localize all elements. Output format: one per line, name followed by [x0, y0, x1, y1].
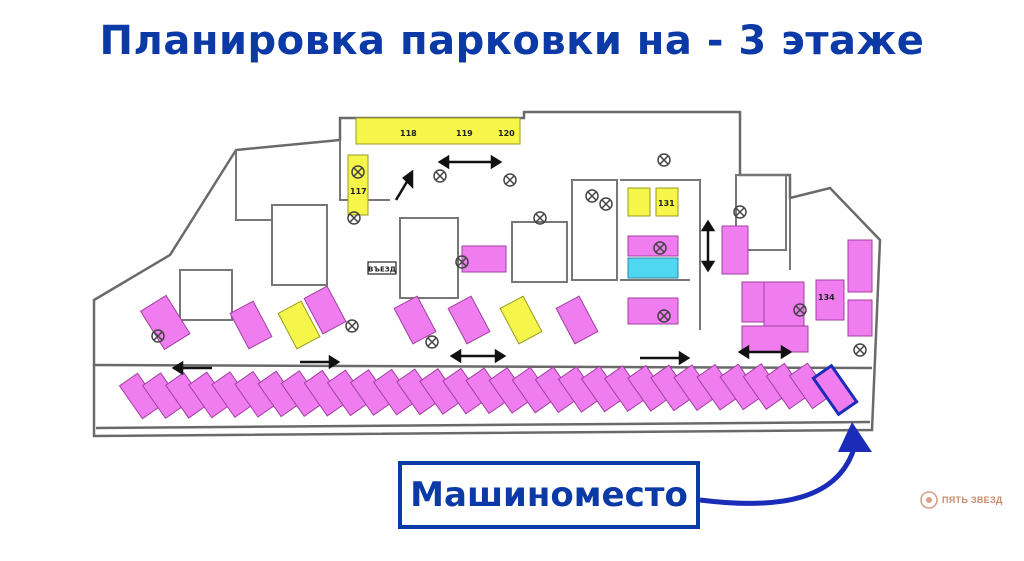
inner-walls — [179, 140, 791, 330]
column-marker-cross — [457, 257, 467, 267]
column-marker-icon — [351, 165, 365, 179]
yellow-spaces — [277, 117, 679, 350]
column-marker-cross — [505, 175, 515, 185]
column-marker-icon — [533, 211, 547, 225]
column-marker-icon — [657, 153, 671, 167]
space-number: 131 — [658, 199, 675, 208]
pointer-arrow-icon — [699, 422, 872, 506]
column-marker-cross — [353, 167, 363, 177]
column-marker-cross — [427, 337, 437, 347]
highlighted-parking-space — [811, 363, 859, 417]
space-number: 120 — [498, 129, 515, 138]
column-marker-cross — [587, 191, 597, 201]
page-title: Планировка парковки на - 3 этаже — [99, 18, 925, 64]
column-marker-icon — [425, 335, 439, 349]
column-marker-icon — [345, 319, 359, 333]
column-marker-cross — [795, 305, 805, 315]
column-marker-icon — [653, 241, 667, 255]
column-marker-icon — [733, 205, 747, 219]
space-number: 118 — [400, 129, 417, 138]
column-marker-icon — [793, 303, 807, 317]
column-marker-icon — [853, 343, 867, 357]
column-marker-icon — [599, 197, 613, 211]
column-marker-cross — [601, 199, 611, 209]
column-marker-icon — [455, 255, 469, 269]
column-marker-cross — [347, 321, 357, 331]
direction-arrow-icon — [171, 154, 793, 376]
column-marker-cross — [735, 207, 745, 217]
cyan-spaces — [627, 257, 679, 279]
column-marker-cross — [153, 331, 163, 341]
entry-sign — [367, 261, 397, 275]
star-logo-icon — [920, 491, 938, 509]
column-marker-cross — [659, 155, 669, 165]
column-marker-icon — [503, 173, 517, 187]
company-logo: ПЯТЬ ЗВЕЗД — [920, 487, 1016, 513]
column-marker-cross — [349, 213, 359, 223]
space-numbers: 118 119 120 117 131 134 — [350, 129, 835, 302]
column-marker-icon — [347, 211, 361, 225]
entry-sign-label: ВЪЕЗД — [368, 266, 396, 274]
column-marker-icon — [433, 169, 447, 183]
column-marker-cross — [655, 243, 665, 253]
building-outline — [92, 110, 882, 438]
column-marker-icon — [657, 309, 671, 323]
column-marker-icon — [585, 189, 599, 203]
space-number: 119 — [456, 129, 473, 138]
pink-spaces-angled-row — [118, 362, 832, 420]
logo-text: ПЯТЬ ЗВЕЗД — [942, 495, 1003, 505]
column-marker-icon — [151, 329, 165, 343]
column-marker-cross — [659, 311, 669, 321]
pink-spaces-upper — [139, 225, 873, 353]
space-number: 134 — [818, 293, 835, 302]
column-marker-icon — [151, 153, 867, 357]
parking-space-callout: Машиноместо — [398, 461, 700, 529]
space-number: 117 — [350, 187, 367, 196]
column-marker-cross — [535, 213, 545, 223]
column-marker-cross — [435, 171, 445, 181]
column-marker-cross — [855, 345, 865, 355]
